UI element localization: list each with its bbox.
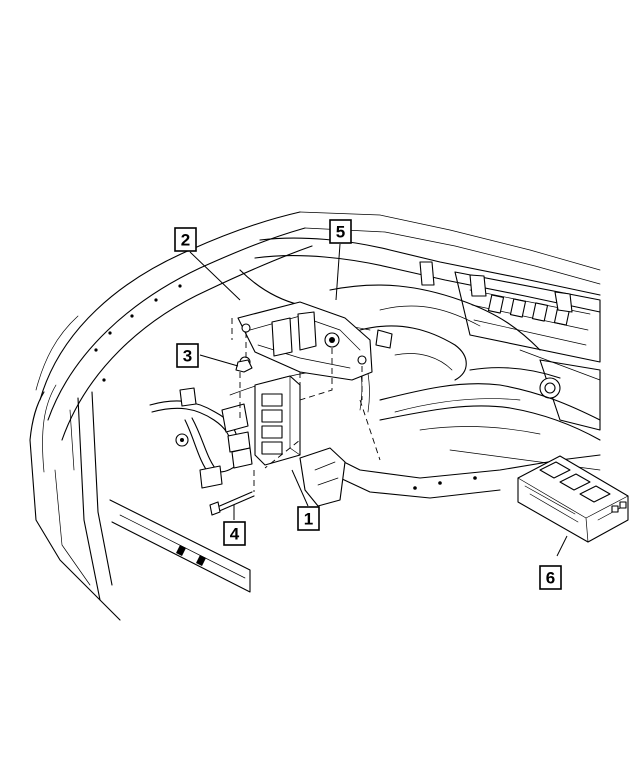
callout-5[interactable]: 5 — [329, 219, 352, 244]
callout-4-label: 4 — [230, 525, 240, 544]
vehicle-body-drawing — [29, 211, 601, 621]
callout-4[interactable]: 4 — [223, 521, 246, 546]
callout-2-label: 2 — [181, 231, 190, 250]
pillar-rivets — [94, 284, 182, 382]
control-module-drawing — [239, 356, 301, 466]
callout-5-label: 5 — [336, 223, 345, 242]
callout-2[interactable]: 2 — [174, 227, 197, 252]
leader-lines — [189, 243, 568, 557]
callout-1-label: 1 — [304, 510, 313, 529]
module-connector-slots — [261, 393, 283, 455]
cowl-vents — [487, 294, 571, 326]
callout-3-label: 3 — [183, 347, 192, 366]
callout-1[interactable]: 1 — [297, 506, 320, 531]
callout-6[interactable]: 6 — [539, 565, 562, 590]
mounting-bracket-drawing — [237, 301, 393, 381]
fuse-module-drawing — [517, 455, 629, 543]
explode-lines — [231, 318, 381, 492]
callout-6-label: 6 — [546, 569, 555, 588]
callout-3[interactable]: 3 — [176, 343, 199, 368]
wiring-harness-drawing — [149, 359, 255, 516]
